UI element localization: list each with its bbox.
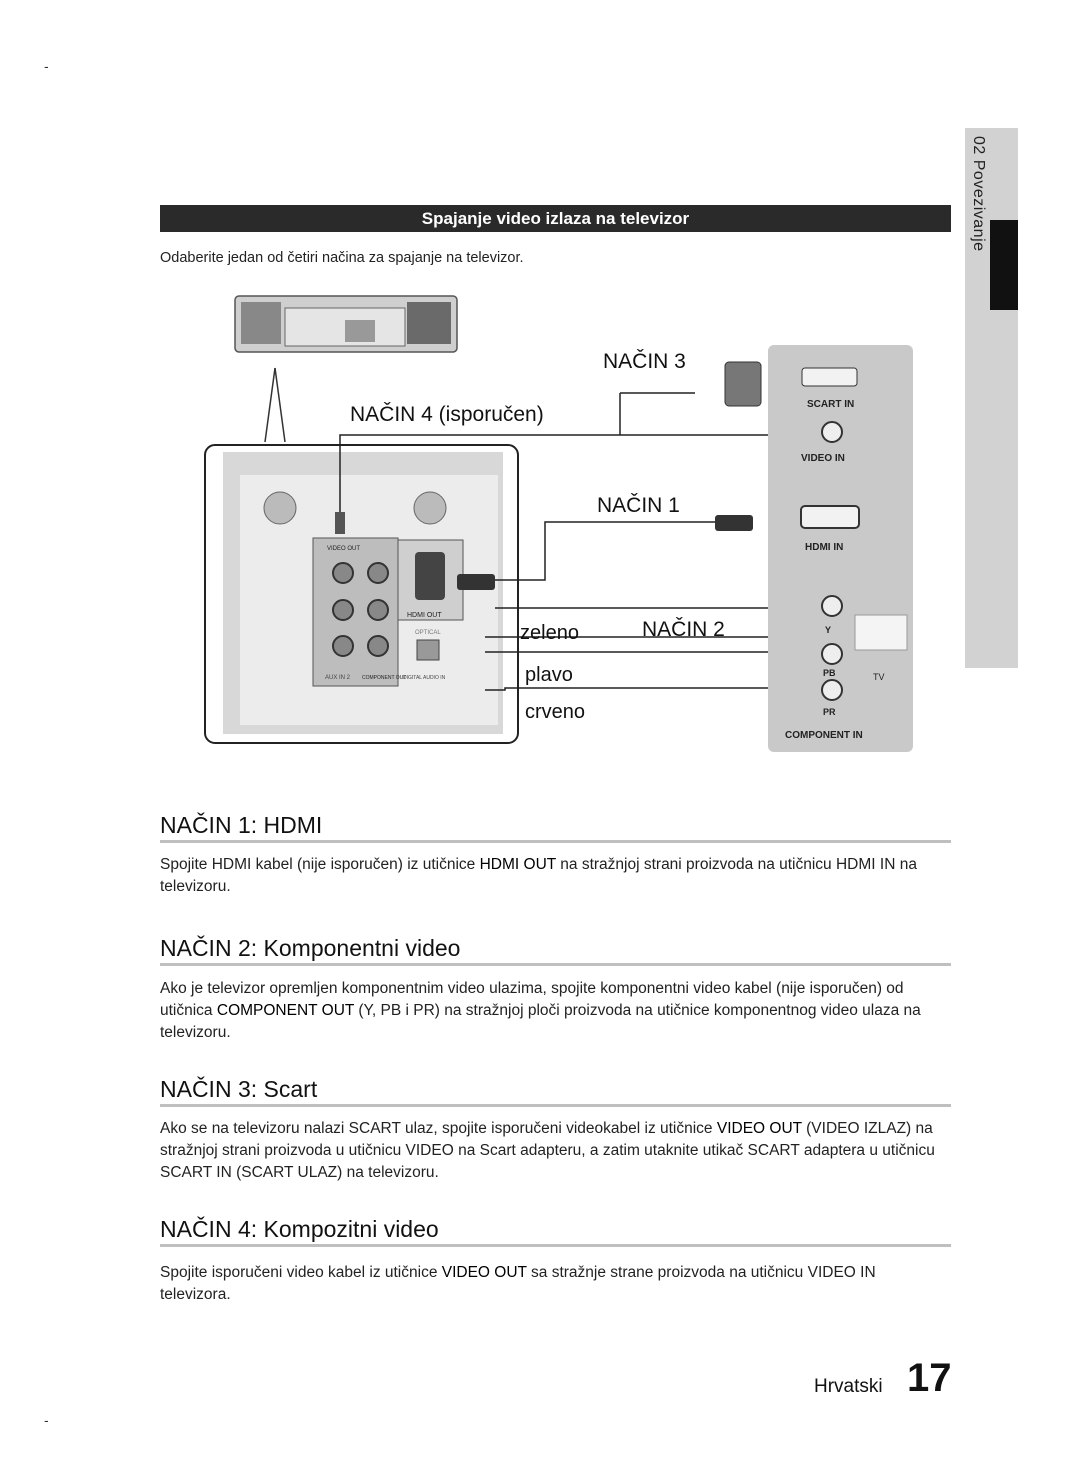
label-nacin1: NAČIN 1: [597, 494, 680, 517]
heading-method-1: NAČIN 1: HDMI: [160, 812, 323, 838]
label-optical: OPTICAL: [415, 630, 441, 636]
divider-method-1: [160, 840, 951, 843]
label-video-out: VIDEO OUT: [327, 546, 360, 552]
label-zeleno: zeleno: [520, 622, 579, 644]
label-pb: PB: [823, 668, 836, 678]
label-component-out: COMPONENT OUT: [362, 675, 406, 681]
label-video-in: VIDEO IN: [801, 453, 845, 464]
label-digital-audio-in: DIGITAL AUDIO IN: [403, 675, 446, 681]
crop-mark-top: -: [44, 58, 49, 74]
label-crveno: crveno: [525, 701, 585, 723]
hdmi-plug-device: [457, 574, 495, 590]
chapter-side-tab: 02 Povezivanje: [965, 128, 1018, 668]
chapter-tab-marker: [990, 220, 1018, 310]
paragraph-method-3: Ako se na televizoru nalazi SCART ulaz, …: [160, 1120, 935, 1181]
label-aux-in2: AUX IN 2: [325, 675, 351, 681]
paragraph-method-4: Spojite isporučeni video kabel iz utični…: [160, 1264, 876, 1303]
heading-method-2: NAČIN 2: Komponentni video: [160, 935, 461, 961]
heading-method-4: NAČIN 4: Kompozitni video: [160, 1216, 439, 1242]
footer-language: Hrvatski: [814, 1376, 883, 1397]
cables: [339, 392, 785, 691]
label-nacin2: NAČIN 2: [642, 618, 725, 641]
label-component-in: COMPONENT IN: [785, 730, 863, 741]
divider-method-3: [160, 1104, 951, 1107]
label-nacin4: NAČIN 4 (isporučen): [350, 403, 544, 426]
section-intro: Odaberite jedan od četiri načina za spaj…: [160, 250, 524, 266]
product-unit-image: [234, 295, 458, 353]
footer-page-number: 17: [907, 1356, 952, 1400]
paragraph-method-2: Ako je televizor opremljen komponentnim …: [160, 980, 921, 1041]
divider-method-2: [160, 963, 951, 966]
video-plug: [335, 512, 345, 534]
label-pr: PR: [823, 707, 836, 717]
label-tv: TV: [873, 672, 885, 682]
label-hdmi-out: HDMI OUT: [407, 612, 442, 619]
label-y: Y: [825, 625, 831, 635]
label-scart-in: SCART IN: [807, 399, 854, 410]
rear-panel-zoom: VIDEO OUT HDMI OUT OPTICAL AUX IN 2 COMP…: [204, 444, 519, 744]
paragraph-method-1: Spojite HDMI kabel (nije isporučen) iz u…: [160, 856, 917, 895]
scart-adapter: [724, 361, 762, 407]
hdmi-plug-tv: [715, 515, 753, 531]
chapter-tab-label: 02 Povezivanje: [970, 136, 987, 252]
label-plavo: plavo: [525, 664, 573, 686]
crop-mark-bottom: -: [44, 1412, 49, 1428]
label-hdmi-in: HDMI IN: [805, 542, 843, 553]
section-title-bar: Spajanje video izlaza na televizor: [160, 205, 951, 232]
heading-method-3: NAČIN 3: Scart: [160, 1076, 318, 1102]
tv-panel: SCART IN VIDEO IN HDMI IN Y PB PR TV COM…: [768, 345, 913, 752]
divider-method-4: [160, 1244, 951, 1247]
label-nacin3: NAČIN 3: [603, 350, 686, 373]
connection-diagram: VIDEO OUT HDMI OUT OPTICAL AUX IN 2 COMP…: [204, 295, 913, 752]
